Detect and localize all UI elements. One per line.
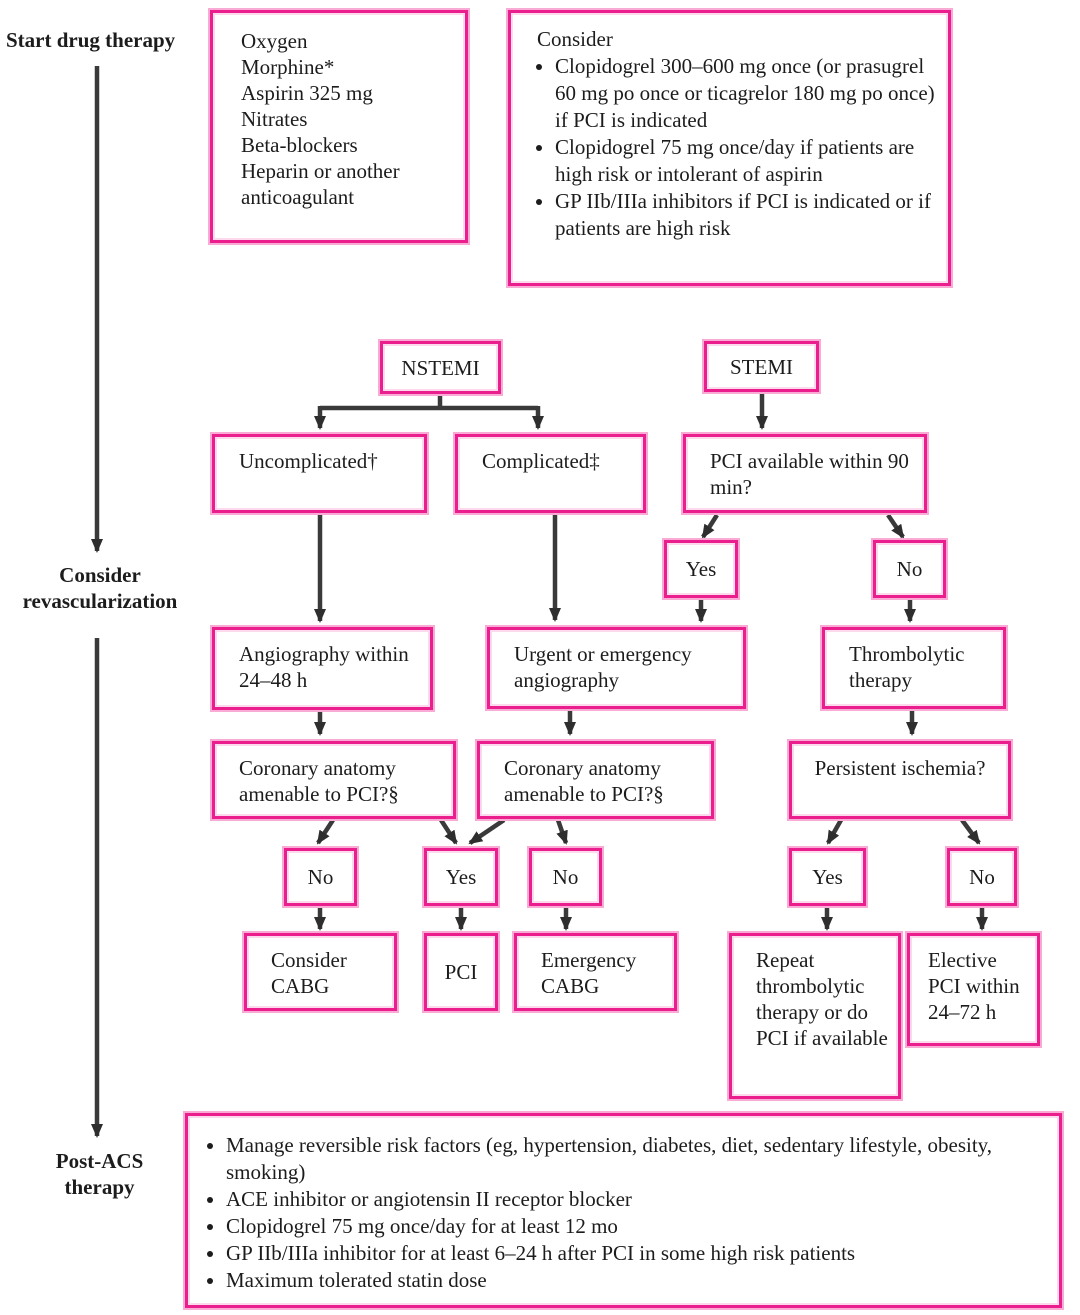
node-thrombolytic-therapy: Thrombolytic therapy: [822, 627, 1006, 709]
arrow-pci-no: [886, 513, 905, 539]
node-yes-ischemia: Yes: [789, 848, 866, 906]
node-uncomplicated: Uncomplicated†: [212, 434, 427, 513]
drug-line: Oxygen: [241, 29, 308, 53]
node-pci-available: PCI available within 90 min?: [683, 434, 927, 513]
drug-line: Morphine*: [241, 55, 335, 79]
phase-label-post-acs-therapy: Post-ACS therapy: [55, 1149, 144, 1199]
node-pci: PCI: [424, 933, 498, 1011]
antiplatelet-consider-box: Consider Clopidogrel 300–600 mg once (or…: [508, 10, 951, 286]
phase-label-consider-revascularization: Consider revascularization: [22, 563, 178, 613]
post-acs-bullet: GP IIb/IIIa inhibitor for at least 6–24 …: [226, 1240, 1045, 1267]
arrow-anatomy1-no: [316, 818, 335, 845]
post-acs-bullet: Manage reversible risk factors (eg, hype…: [226, 1132, 1045, 1186]
arrow-anatomy2-no: [555, 819, 569, 845]
arrow-ischemia-no: [960, 818, 981, 845]
post-acs-therapy-box: Manage reversible risk factors (eg, hype…: [185, 1113, 1062, 1308]
post-acs-bullet: ACE inhibitor or angiotensin II receptor…: [226, 1186, 1045, 1213]
node-repeat-thrombolytic: Repeat thrombolytic therapy or do PCI if…: [729, 933, 901, 1099]
drug-line: Heparin or another anticoagulant: [241, 159, 400, 209]
post-acs-bullet: Clopidogrel 75 mg once/day for at least …: [226, 1213, 1045, 1240]
node-angiography: Angiography within 24–48 h: [212, 627, 433, 710]
node-stemi: STEMI: [704, 341, 819, 392]
arrow-anatomy1-yes: [439, 818, 458, 845]
node-no-anatomy-2: No: [529, 848, 602, 906]
node-no-pci-available: No: [873, 540, 946, 598]
consider-bullet: Clopidogrel 300–600 mg once (or prasugre…: [555, 53, 936, 134]
phase-label-start-drug-therapy: Start drug therapy: [6, 28, 176, 52]
node-emergency-cabg: Emergency CABG: [514, 933, 677, 1011]
node-consider-cabg: Consider CABG: [244, 933, 397, 1011]
consider-bullet: GP IIb/IIIa inhibitors if PCI is indicat…: [555, 188, 936, 242]
drug-line: Nitrates: [241, 107, 308, 131]
node-urgent-angiography: Urgent or emergency angiography: [487, 627, 746, 709]
node-coronary-anatomy-2: Coronary anatomy amenable to PCI?§: [477, 741, 714, 819]
consider-bullet: Clopidogrel 75 mg once/day if patients a…: [555, 134, 936, 188]
consider-title: Consider: [537, 27, 613, 51]
drug-line: Aspirin 325 mg: [241, 81, 373, 105]
node-yes-pci-available: Yes: [664, 540, 738, 598]
arrow-ischemia-yes: [826, 818, 843, 845]
post-acs-bullet: Maximum tolerated statin dose: [226, 1267, 1045, 1294]
drug-line: Beta-blockers: [241, 133, 358, 157]
node-persistent-ischemia: Persistent ischemia?: [789, 741, 1011, 819]
arrow-pci-yes: [701, 513, 719, 539]
node-nstemi: NSTEMI: [380, 341, 501, 394]
node-no-ischemia: No: [947, 848, 1017, 906]
node-coronary-anatomy-1: Coronary anatomy amenable to PCI?§: [212, 741, 456, 819]
node-yes-anatomy: Yes: [424, 848, 498, 906]
arrow-anatomy2-yes: [468, 818, 506, 845]
node-elective-pci: Elective PCI within 24–72 h: [907, 933, 1040, 1046]
node-no-anatomy-1: No: [284, 848, 357, 906]
node-complicated: Complicated‡: [455, 434, 646, 513]
